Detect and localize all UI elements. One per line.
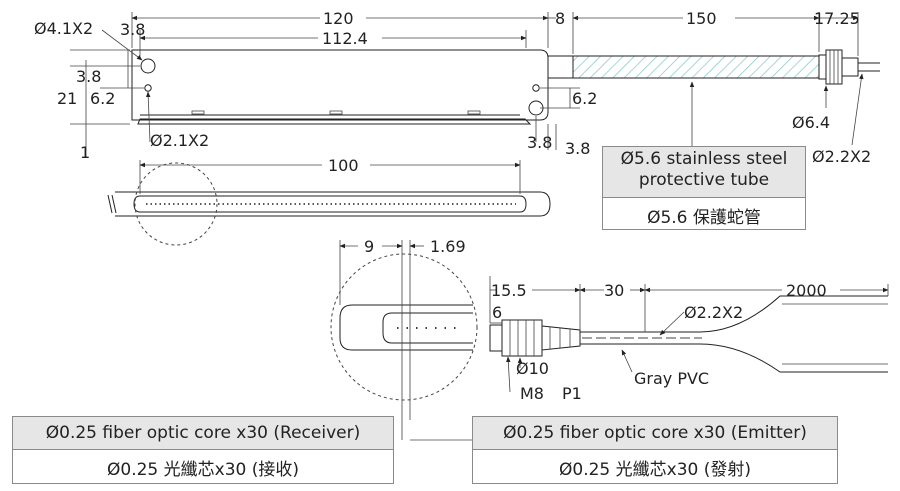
dim-1: 1: [80, 143, 90, 162]
top-dimension-lines: [70, 12, 864, 158]
dim-d2-1x2: Ø2.1X2: [150, 131, 209, 150]
dim-9: 9: [364, 237, 374, 256]
dimension-labels: Ø4.1X2 3.8 120 112.4 8 150 17.25 3.8 21 …: [34, 9, 871, 403]
dim-d6-4: Ø6.4: [792, 113, 830, 132]
sensor-head-side-view: [131, 49, 880, 125]
label-p1: P1: [562, 384, 582, 403]
tube-label-en-line2: protective tube: [638, 170, 770, 190]
dim-1-69: 1.69: [430, 237, 466, 256]
dim-100: 100: [328, 156, 359, 175]
sensor-front-view: [107, 160, 551, 246]
dim-3-8-bot-a: 3.8: [527, 133, 552, 152]
emitter-label-zh: Ø0.25 光纖芯x30 (發射): [559, 460, 751, 480]
receiver-label-box: Ø0.25 fiber optic core x30 (Receiver) Ø0…: [12, 416, 394, 484]
dim-d4-1x2: Ø4.1X2: [34, 19, 93, 38]
label-m8: M8: [520, 384, 544, 403]
dim-21: 21: [57, 89, 77, 108]
dim-8: 8: [555, 9, 565, 28]
dim-17-25: 17.25: [814, 9, 860, 28]
protective-tube-hatched: [572, 55, 820, 79]
tube-label-en-line1: Ø5.6 stainless steel: [620, 149, 788, 169]
magnified-detail: [330, 240, 478, 441]
dim-112-4: 112.4: [322, 29, 368, 48]
connector-and-cable: [489, 276, 889, 393]
emitter-label-en: Ø0.25 fiber optic core x30 (Emitter): [473, 417, 837, 450]
emitter-label-box: Ø0.25 fiber optic core x30 (Emitter) Ø0.…: [472, 416, 838, 484]
tube-label-header: Ø5.6 stainless steel protective tube: [603, 147, 805, 198]
receiver-label-en: Ø0.25 fiber optic core x30 (Receiver): [13, 417, 393, 450]
dim-3-8-bot-b: 3.8: [565, 139, 590, 158]
dim-2000: 2000: [786, 281, 827, 300]
dim-3-8-top: 3.8: [120, 20, 145, 39]
dim-30: 30: [604, 281, 624, 300]
dim-d10: Ø10: [516, 359, 549, 378]
dim-d2-2x2-top: Ø2.2X2: [812, 147, 871, 166]
dim-3-8-left: 3.8: [76, 67, 101, 86]
dim-150: 150: [686, 9, 717, 28]
dim-6-conn: 6: [492, 303, 502, 322]
dim-d2-2x2-cable: Ø2.2X2: [684, 303, 743, 322]
tube-label-box: Ø5.6 stainless steel protective tube Ø5.…: [602, 146, 806, 230]
dim-15-5: 15.5: [491, 281, 527, 300]
receiver-label-zh: Ø0.25 光纖芯x30 (接收): [107, 460, 299, 480]
label-gray-pvc: Gray PVC: [634, 369, 709, 388]
dim-6-2-right: 6.2: [572, 89, 597, 108]
dim-6-2-left: 6.2: [90, 89, 115, 108]
dim-120: 120: [323, 9, 354, 28]
tube-label-zh: Ø5.6 保護蛇管: [647, 207, 761, 228]
